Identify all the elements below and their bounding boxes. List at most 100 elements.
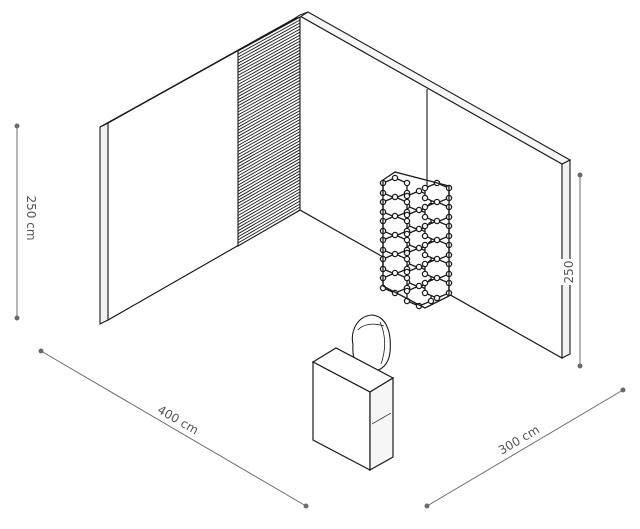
- slat-line: [237, 95, 301, 131]
- shelf-node: [421, 222, 429, 230]
- slatwall-panel: [237, 16, 301, 247]
- slat-line: [237, 107, 301, 143]
- slat-line: [237, 110, 301, 146]
- shelf-node: [403, 217, 411, 225]
- chair: [351, 314, 391, 373]
- slat-line: [237, 176, 301, 213]
- slat-line: [237, 73, 301, 110]
- slat-line: [237, 49, 301, 85]
- slat-line: [237, 125, 301, 162]
- shelf-node: [403, 255, 411, 263]
- shelf-node: [433, 255, 441, 263]
- shelf-node: [391, 174, 399, 182]
- slat-line: [237, 173, 301, 210]
- slat-line: [237, 149, 301, 186]
- shelf-frame: [382, 171, 450, 309]
- dimension-label-height-right: 250: [560, 259, 576, 285]
- shelf-node: [433, 274, 441, 282]
- shelf-node: [433, 217, 441, 225]
- slat-line: [237, 43, 301, 79]
- slat-line: [237, 158, 301, 195]
- slat-line: [237, 143, 301, 180]
- slat-line: [237, 34, 301, 70]
- slat-line: [237, 119, 301, 155]
- slat-line: [237, 89, 301, 125]
- slat-line: [237, 134, 301, 171]
- shelf-node: [391, 250, 399, 258]
- slat-line: [237, 113, 301, 149]
- slat-line: [237, 79, 301, 116]
- slat-line: [237, 197, 301, 235]
- slat-line: [237, 116, 301, 152]
- slat-line: [237, 164, 301, 201]
- shelf-node: [415, 263, 423, 271]
- shelf-node: [391, 212, 399, 220]
- shelf-node: [403, 198, 411, 206]
- shelf-node: [421, 194, 429, 202]
- shelf-node: [403, 192, 411, 200]
- dimension-label-width-left: 400 cm: [153, 400, 204, 439]
- slat-line: [237, 146, 301, 183]
- shelf-node: [391, 269, 399, 277]
- slat-line: [237, 203, 301, 241]
- shelf-node: [403, 179, 411, 187]
- slat-line: [237, 206, 301, 244]
- slat-line: [237, 92, 301, 128]
- slat-line: [237, 46, 301, 82]
- shelf-node: [415, 225, 423, 233]
- hex-shelf: [379, 171, 453, 310]
- shelf-node: [415, 282, 423, 290]
- slat-line: [237, 194, 301, 232]
- slat-line: [237, 70, 301, 107]
- shelf-node: [403, 274, 411, 282]
- slat-line: [237, 19, 301, 55]
- shelf-node: [391, 231, 399, 239]
- slat-line: [237, 128, 301, 165]
- slat-line: [237, 82, 301, 119]
- shelf-node: [421, 203, 429, 211]
- dimension-label-width-right: 300 cm: [493, 420, 544, 459]
- shelf-node: [421, 184, 429, 192]
- shelf-node: [403, 249, 411, 257]
- slat-line: [237, 67, 301, 104]
- shelf-node: [403, 230, 411, 238]
- slat-line: [237, 52, 301, 88]
- slat-line: [237, 122, 301, 158]
- shelf-node: [403, 287, 411, 295]
- slat-line: [237, 200, 301, 238]
- slat-line: [237, 76, 301, 113]
- shelf-node: [415, 244, 423, 252]
- shelf-node: [421, 241, 429, 249]
- slat-line: [237, 179, 301, 216]
- shelf-node: [391, 193, 399, 201]
- shelf-node: [415, 206, 423, 214]
- slat-line: [237, 170, 301, 207]
- shelf-node: [421, 251, 429, 259]
- slat-line: [237, 40, 301, 76]
- dimension-text-height-right: 250: [562, 261, 576, 284]
- shelf-node: [403, 268, 411, 276]
- slat-line: [237, 161, 301, 198]
- slat-line: [237, 191, 301, 229]
- shelf-node: [421, 232, 429, 240]
- shelf-node: [427, 297, 435, 305]
- slat-line: [237, 55, 301, 91]
- shelf-node: [421, 270, 429, 278]
- dimension-label-height-left: 250 cm: [24, 195, 40, 241]
- shelf-node: [433, 236, 441, 244]
- slat-line: [237, 22, 301, 58]
- slat-line: [237, 152, 301, 189]
- shelf-node: [433, 294, 441, 302]
- shelf-node: [421, 213, 429, 221]
- slat-line: [237, 140, 301, 177]
- slat-line: [237, 28, 301, 64]
- slat-line: [237, 58, 301, 95]
- slat-line: [237, 137, 301, 174]
- slat-line: [237, 98, 301, 134]
- slat-line: [237, 104, 301, 140]
- slat-line: [237, 61, 301, 98]
- shelf-node: [421, 260, 429, 268]
- dimension-lines: [14, 123, 626, 509]
- slat-line: [237, 64, 301, 101]
